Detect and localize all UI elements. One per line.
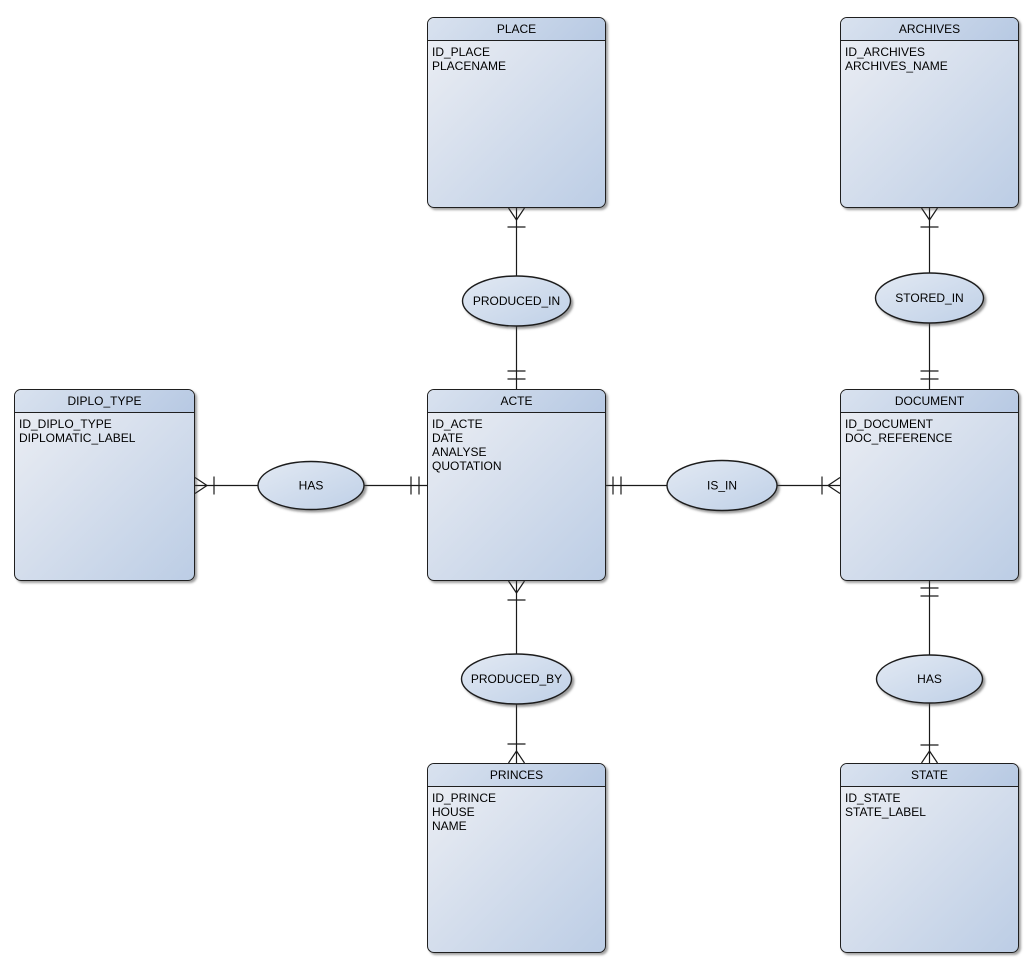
relationship-produced-in-label: PRODUCED_IN	[473, 294, 560, 308]
crowfoot-marker-diplotype	[194, 477, 209, 494]
entity-archives[interactable]: ARCHIVES ID_ARCHIVES ARCHIVES_NAME	[840, 17, 1019, 208]
entity-acte[interactable]: ACTE ID_ACTE DATE ANALYSE QUOTATION	[427, 389, 606, 581]
relationship-has-diplotype-acte[interactable]: HAS	[257, 460, 365, 511]
entity-attribute: ID_DIPLO_TYPE	[19, 417, 112, 431]
entity-attribute: DOC_REFERENCE	[845, 431, 953, 445]
relationship-stored-in-label: STORED_IN	[895, 291, 963, 305]
double-bar-marker-acte-top	[507, 370, 526, 380]
relationship-produced-by-label: PRODUCED_BY	[471, 672, 562, 686]
crowfoot-marker-state	[921, 749, 938, 764]
relationship-stored-in[interactable]: STORED_IN	[874, 272, 985, 324]
entity-attribute: ANALYSE	[432, 445, 487, 459]
entity-attribute: DATE	[432, 431, 464, 445]
entity-acte-attributes: ID_ACTE DATE ANALYSE QUOTATION	[428, 413, 605, 473]
relationship-has-document-state[interactable]: HAS	[875, 654, 984, 704]
entity-archives-attributes: ID_ARCHIVES ARCHIVES_NAME	[841, 41, 1018, 73]
double-bar-marker-document-bottom	[920, 587, 939, 597]
double-bar-marker-acte-left	[410, 476, 420, 495]
entity-princes-title: PRINCES	[428, 764, 605, 787]
crowfoot-marker-document-left	[826, 477, 841, 494]
entity-document-attributes: ID_DOCUMENT DOC_REFERENCE	[841, 413, 1018, 445]
entity-attribute: ID_ARCHIVES	[845, 45, 926, 59]
relationship-produced-by[interactable]: PRODUCED_BY	[460, 653, 573, 705]
relationship-is-in[interactable]: IS_IN	[666, 459, 778, 512]
double-bar-marker-document-top	[920, 370, 939, 380]
entity-place-attributes: ID_PLACE PLACENAME	[428, 41, 605, 73]
crowfoot-marker-acte-bottom	[508, 580, 525, 595]
entity-diplo-type-attributes: ID_DIPLO_TYPE DIPLOMATIC_LABEL	[15, 413, 194, 445]
entity-state-attributes: ID_STATE STATE_LABEL	[841, 787, 1018, 819]
entity-attribute: ID_STATE	[845, 791, 901, 805]
entity-place[interactable]: PLACE ID_PLACE PLACENAME	[427, 17, 606, 208]
entity-attribute: ID_PRINCE	[432, 791, 497, 805]
entity-attribute: QUOTATION	[432, 459, 502, 473]
entity-attribute: PLACENAME	[432, 59, 507, 73]
crowfoot-marker-princes	[508, 749, 525, 764]
relationship-has-document-state-label: HAS	[917, 672, 942, 686]
crowfoot-marker-place	[508, 207, 525, 222]
entity-acte-title: ACTE	[428, 390, 605, 413]
entity-document[interactable]: DOCUMENT ID_DOCUMENT DOC_REFERENCE	[840, 389, 1019, 581]
entity-attribute: ID_ACTE	[432, 417, 483, 431]
entity-diplo-type[interactable]: DIPLO_TYPE ID_DIPLO_TYPE DIPLOMATIC_LABE…	[14, 389, 195, 581]
entity-attribute: STATE_LABEL	[845, 805, 926, 819]
relationship-produced-in[interactable]: PRODUCED_IN	[461, 275, 572, 327]
entity-princes[interactable]: PRINCES ID_PRINCE HOUSE NAME	[427, 763, 606, 953]
double-bar-marker-acte-right	[612, 476, 622, 495]
crowfoot-marker-archives	[921, 207, 938, 222]
relationship-is-in-label: IS_IN	[707, 479, 737, 493]
entity-diplo-type-title: DIPLO_TYPE	[15, 390, 194, 413]
entity-state[interactable]: STATE ID_STATE STATE_LABEL	[840, 763, 1019, 953]
entity-attribute: DIPLOMATIC_LABEL	[19, 431, 136, 445]
entity-document-title: DOCUMENT	[841, 390, 1018, 413]
entity-attribute: HOUSE	[432, 805, 475, 819]
entity-state-title: STATE	[841, 764, 1018, 787]
entity-attribute: ID_DOCUMENT	[845, 417, 934, 431]
entity-archives-title: ARCHIVES	[841, 18, 1018, 41]
entity-attribute: ID_PLACE	[432, 45, 491, 59]
relationship-has-diplotype-acte-label: HAS	[299, 479, 324, 493]
entity-princes-attributes: ID_PRINCE HOUSE NAME	[428, 787, 605, 833]
entity-place-title: PLACE	[428, 18, 605, 41]
entity-attribute: NAME	[432, 819, 467, 833]
entity-attribute: ARCHIVES_NAME	[845, 59, 948, 73]
